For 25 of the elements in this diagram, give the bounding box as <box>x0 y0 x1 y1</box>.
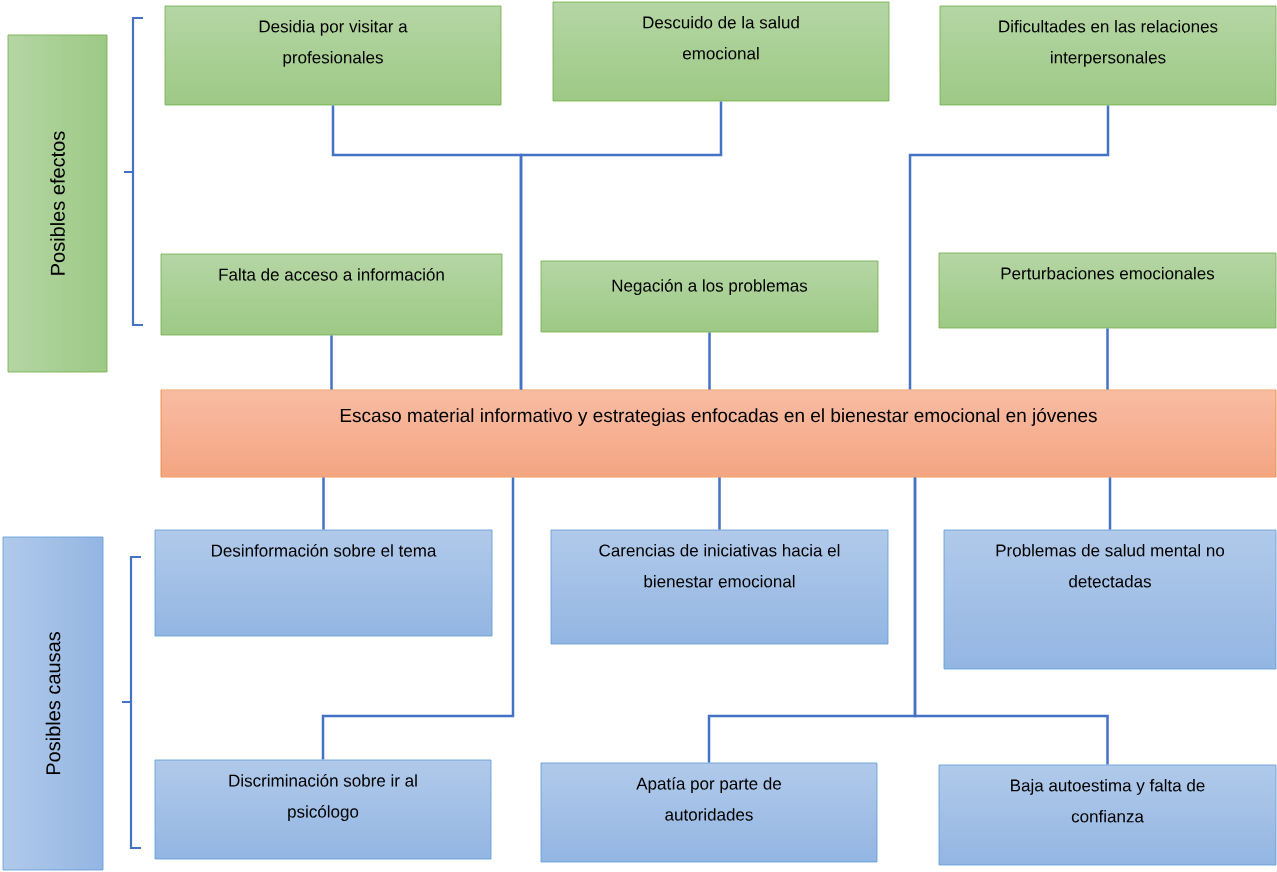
problem-box: Escaso material informativo y estrategias enfocadas en el bienestar emocional en jóvenes <box>160 389 1277 478</box>
connector-line <box>519 101 723 390</box>
effect-box: Negación a los problemas <box>540 260 879 333</box>
cause-box: Apatía por parte de autoridades <box>540 762 878 863</box>
connector-line <box>908 105 1110 390</box>
connector-line <box>718 477 721 530</box>
effect-box: Dificultades en las relaciones interpersonales <box>939 5 1277 106</box>
side-band: Posibles efectos <box>7 34 108 373</box>
connector-line <box>322 477 325 530</box>
cause-box: Carencias de iniciativas hacia el bienestar emocional <box>550 529 889 645</box>
cause-box: Desinformación sobre el tema <box>154 529 493 637</box>
connector-line <box>913 477 1109 765</box>
cause-box: Discriminación sobre ir al psicólogo <box>154 759 492 860</box>
connector-line <box>708 332 711 390</box>
effect-box: Falta de acceso a información <box>160 253 503 336</box>
effect-box: Desidia por visitar a profesionales <box>164 5 502 106</box>
connector-line <box>321 477 515 760</box>
effect-box: Perturbaciones emocionales <box>938 252 1277 329</box>
connector-line <box>1108 477 1112 530</box>
cause-box: Baja autoestima y falta de confianza <box>938 764 1277 866</box>
connector-line <box>1106 328 1109 390</box>
side-band: Posibles causas <box>2 536 104 871</box>
effect-box: Descuido de la salud emocional <box>552 1 890 102</box>
cause-box: Problemas de salud mental no detectadas <box>943 529 1277 670</box>
connector-line <box>330 335 333 390</box>
